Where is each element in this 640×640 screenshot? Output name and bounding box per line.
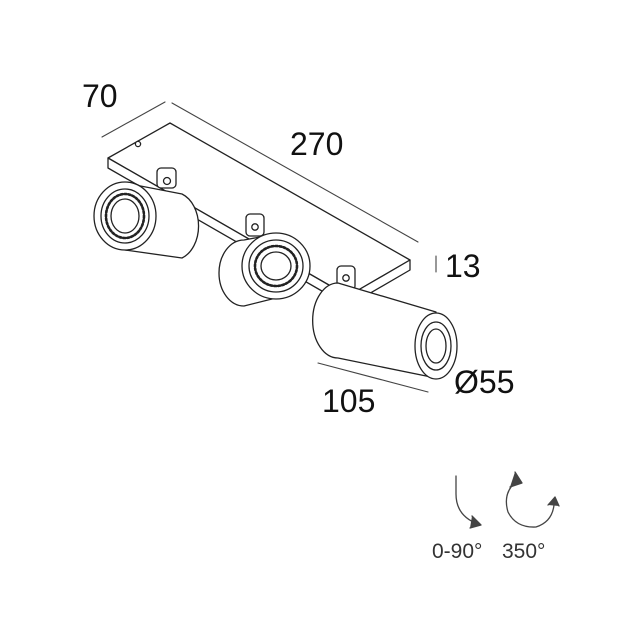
depth-dimension-label: 70	[82, 78, 118, 114]
length-dimension-label: 270	[290, 126, 344, 162]
tilt-range-label: 0-90°	[432, 540, 483, 563]
spotlight-head-1	[93, 167, 200, 259]
diameter-dimension-label: Ø55	[454, 364, 515, 400]
spot-length-dimension-label: 105	[322, 383, 376, 419]
rotate-arrow-icon	[505, 471, 560, 528]
spotlight-head-2	[218, 213, 311, 307]
tilt-arrow-icon	[455, 475, 482, 529]
spotlight-head-3	[312, 265, 458, 380]
rotation-range-label: 350°	[502, 540, 546, 563]
base-height-dimension-label: 13	[445, 248, 481, 284]
dimension-lines	[101, 101, 437, 393]
